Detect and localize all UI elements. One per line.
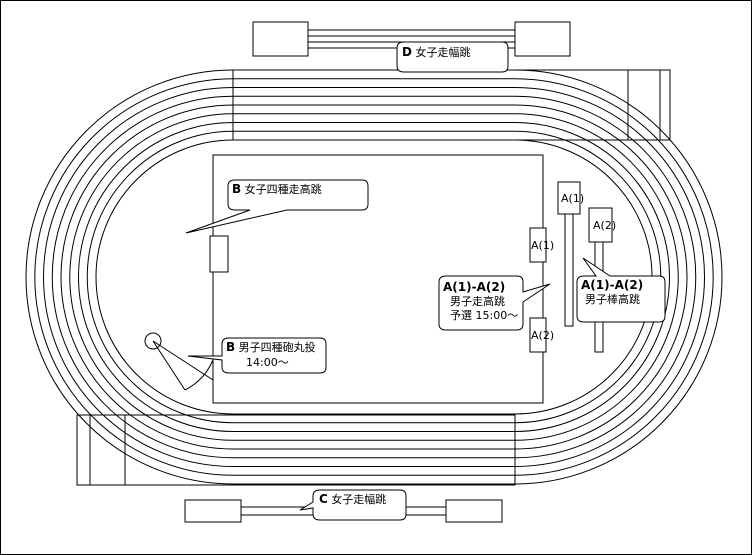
svg-text:予選 15:00～: 予選 15:00～ <box>450 309 518 322</box>
pole-vault-box-a2 <box>588 207 613 243</box>
svg-text:男子走高跳: 男子走高跳 <box>450 294 505 308</box>
callout-b-shot-put: B 男子四種砲丸投 14:00～ <box>187 337 327 374</box>
svg-text:B 男子四種砲丸投: B 男子四種砲丸投 <box>226 340 316 354</box>
pole-vault-runway-a1 <box>564 213 574 327</box>
svg-text:A(1)-A(2): A(1)-A(2) <box>443 280 505 294</box>
high-jump-mat-b <box>209 235 229 273</box>
pole-a1-label: A(1) <box>561 192 584 205</box>
callout-c: C 女子走幅跳 <box>299 489 407 521</box>
pole-a2-label: A(2) <box>593 219 616 232</box>
marker-a1-label: A(1) <box>531 239 554 252</box>
long-jump-pit-c-right <box>445 499 503 523</box>
svg-text:A(1)-A(2): A(1)-A(2) <box>581 278 643 292</box>
callout-d: D 女子走幅跳 <box>396 41 509 73</box>
back-straight-extension <box>76 414 516 486</box>
marker-a2-label: A(2) <box>531 329 554 342</box>
callout-b-high-jump: B 女子四種走高跳 <box>185 179 369 234</box>
svg-text:B 女子四種走高跳: B 女子四種走高跳 <box>232 182 322 196</box>
callout-a-high-jump: A(1)-A(2) 男子走高跳 予選 15:00～ <box>438 275 551 331</box>
svg-text:男子棒高跳: 男子棒高跳 <box>585 292 640 306</box>
lane-line <box>95 139 653 415</box>
svg-text:C 女子走幅跳: C 女子走幅跳 <box>319 492 386 506</box>
shot-put-sector <box>152 340 214 391</box>
pole-vault-box-a1 <box>557 181 581 215</box>
long-jump-pit-d-left <box>252 21 309 57</box>
svg-text:14:00～: 14:00～ <box>246 356 289 369</box>
high-jump-a2 <box>529 317 547 353</box>
high-jump-a1 <box>529 227 547 263</box>
svg-text:D 女子走幅跳: D 女子走幅跳 <box>402 45 470 59</box>
callout-a-pole-vault: A(1)-A(2) 男子棒高跳 <box>576 257 666 323</box>
long-jump-pit-c-left <box>184 499 242 523</box>
long-jump-runway-d <box>308 29 515 49</box>
long-jump-pit-d-right <box>514 21 571 57</box>
